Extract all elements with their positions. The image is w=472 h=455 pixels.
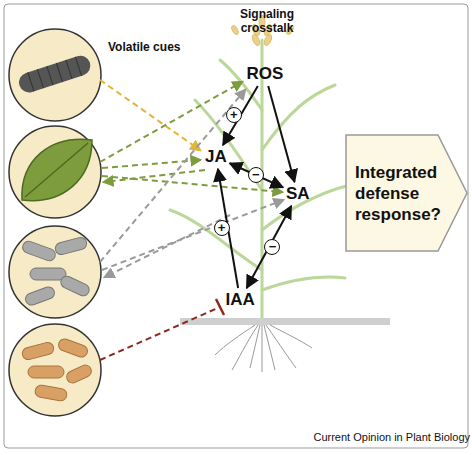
text-label: Signaling crosstalk	[232, 7, 302, 35]
hormone-node: ROS	[244, 62, 287, 86]
sign-symbol: +	[214, 220, 230, 236]
text-label: Current Opinion in Plant Biology	[300, 431, 470, 443]
hormone-name: JA	[205, 147, 227, 166]
orange-bacteria	[21, 337, 93, 401]
crosstalk-arrow	[230, 163, 283, 187]
outcome-arrow-box: Integrated defense response?	[345, 134, 468, 252]
hormone-name: SA	[286, 184, 310, 203]
outcome-text: Integrated defense response?	[345, 162, 450, 225]
sign-symbol: +	[226, 107, 242, 123]
caterpillar	[16, 53, 93, 95]
crosstalk-arrow	[223, 86, 258, 145]
hormone-node: JA	[202, 145, 230, 169]
hormone-node: SA	[283, 182, 313, 206]
hormone-node: IAA	[223, 288, 258, 312]
sign-symbol: −	[264, 239, 280, 255]
cue-arrows	[100, 80, 283, 360]
crosstalk-arrow	[247, 206, 292, 288]
sign-symbol: −	[248, 167, 264, 183]
plant	[170, 40, 350, 320]
roots	[215, 325, 312, 372]
ground	[180, 318, 390, 325]
gray-bacteria	[21, 236, 91, 307]
leaf	[22, 139, 92, 200]
inhibition-bar	[216, 299, 224, 315]
organism-circles	[9, 29, 101, 416]
text-label: Volatile cues	[108, 40, 188, 54]
frame	[4, 4, 468, 448]
hormone-name: IAA	[226, 290, 255, 309]
crosstalk-arrow	[268, 86, 294, 182]
hormone-name: ROS	[247, 64, 284, 83]
